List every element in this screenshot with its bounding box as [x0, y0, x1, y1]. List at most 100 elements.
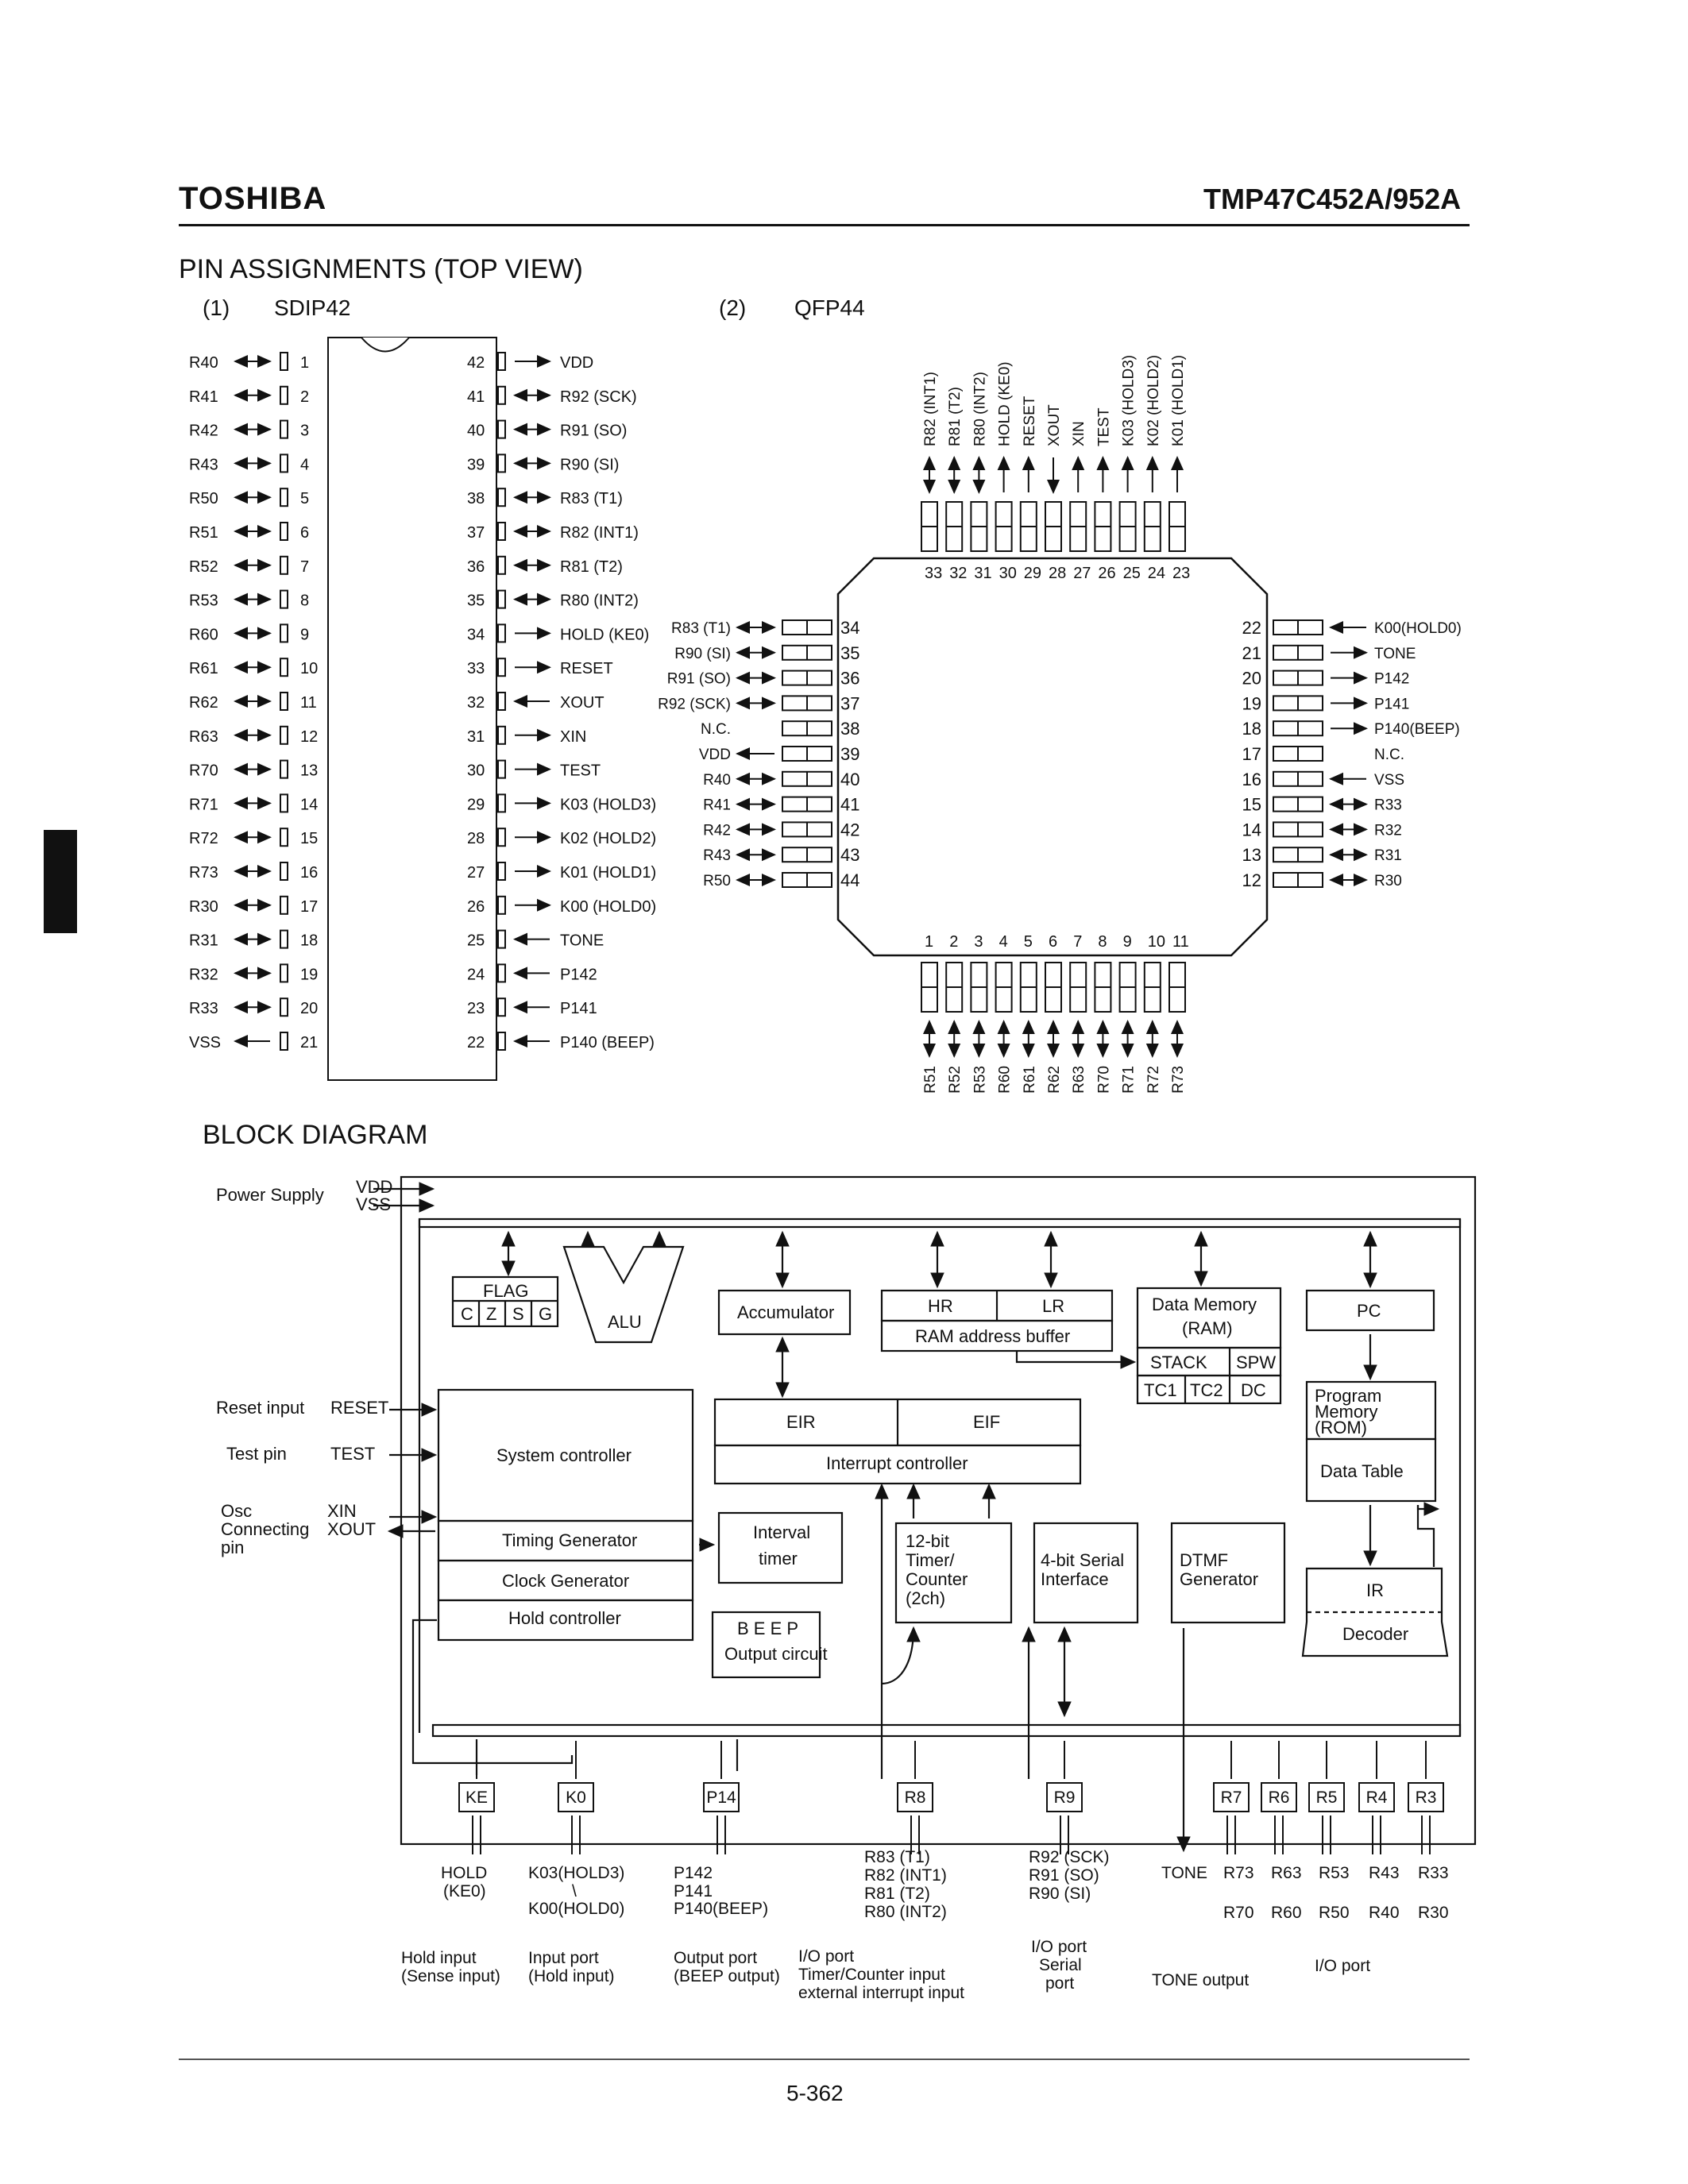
sdip-pin-32-number: 32 — [467, 694, 485, 712]
qfp-pin-30-name: HOLD (KE0) — [997, 361, 1014, 446]
sdip-pin-15-name: R72 — [189, 830, 218, 847]
sdip-pin-10-number: 10 — [300, 660, 318, 677]
footer-divider — [179, 2059, 1470, 2060]
qfp-pin-2-number: 2 — [949, 933, 958, 951]
sdip-pin-17-name: R30 — [189, 898, 218, 916]
sdip-pin-6-name: R51 — [189, 524, 218, 542]
sdip-pin-30-number: 30 — [467, 762, 485, 780]
qfp-pin-40-number: 40 — [840, 770, 859, 789]
pc-label: PC — [1357, 1301, 1381, 1321]
qfp-pin-21-number: 21 — [1242, 643, 1261, 663]
sdip-pin-22-name: P140 (BEEP) — [560, 1034, 655, 1051]
alu-shape — [562, 1245, 685, 1344]
port-r3-box — [1408, 1782, 1444, 1812]
sdip-pin-24-number: 24 — [467, 966, 485, 983]
port-ke-box — [458, 1782, 495, 1812]
sdip-pin-8-name: R53 — [189, 592, 218, 610]
sdip-pin-29-name: K03 (HOLD3) — [560, 796, 656, 813]
svg-text:R30: R30 — [1418, 1904, 1449, 1922]
qfp-pin-26-name: TEST — [1095, 407, 1112, 446]
sdip-pin-39-number: 39 — [467, 456, 485, 473]
sdip-pin-21-number: 21 — [300, 1034, 318, 1051]
xout-label: XOUT — [327, 1519, 376, 1539]
svg-text:external interrupt input: external interrupt input — [798, 1984, 964, 2002]
accumulator-box — [717, 1289, 852, 1336]
qfp-pin-13-name: R31 — [1374, 847, 1402, 864]
qfp-pin-1-number: 1 — [925, 933, 933, 951]
hold-controller-label: Hold controller — [508, 1608, 621, 1628]
port-r6-label: R6 — [1269, 1788, 1290, 1807]
test-pin-label: Test pin — [226, 1444, 287, 1464]
svg-text:(BEEP output): (BEEP output) — [674, 1967, 780, 1985]
svg-text:(Sense input): (Sense input) — [401, 1967, 500, 1985]
sdip-pin-25-number: 25 — [467, 932, 485, 950]
internal-bus-bottom — [431, 1723, 1462, 1738]
block-labels: Power Supply VDD VSS Reset input RESET T… — [216, 1177, 1408, 1664]
sdip-pin-32-name: XOUT — [560, 694, 605, 712]
qfp-pin-41-name: R41 — [703, 797, 731, 814]
sdip-pin-33-number: 33 — [467, 660, 485, 677]
pc-box — [1305, 1289, 1435, 1332]
port-r4-label: R4 — [1366, 1788, 1388, 1807]
qfp-pin-29-name: RESET — [1022, 396, 1038, 446]
decoder-label: Decoder — [1342, 1624, 1408, 1644]
qfp-pin-15-number: 15 — [1242, 795, 1261, 815]
svg-text:R92 (SCK): R92 (SCK) — [1029, 1848, 1110, 1866]
svg-text:(Hold input): (Hold input) — [528, 1967, 615, 1985]
sdip-pin-10-name: R61 — [189, 660, 218, 677]
sdip-pin-9-name: R60 — [189, 626, 218, 643]
qfp-pin-11-number: 11 — [1172, 933, 1189, 951]
reset-input-label: Reset input — [216, 1398, 304, 1418]
svg-text:I/O port: I/O port — [1315, 1957, 1370, 1975]
serial-label-1: 4-bit Serial — [1041, 1550, 1124, 1570]
rom-label: (ROM) — [1315, 1418, 1367, 1437]
port-r6-box — [1261, 1782, 1297, 1812]
svg-text:R43: R43 — [1369, 1864, 1400, 1882]
sdip-pin-31-name: XIN — [560, 728, 586, 746]
qfp-pin-38-name: N.C. — [701, 721, 731, 738]
internal-bus-top — [418, 1217, 1462, 1229]
ram-address-buffer — [880, 1319, 1114, 1352]
sdip-pin-9-number: 9 — [300, 626, 309, 643]
sdip-pin-41-number: 41 — [467, 388, 485, 406]
svg-text:R63: R63 — [1271, 1864, 1302, 1882]
qfp-pin-27-name: XIN — [1071, 421, 1087, 446]
sdip-pin-4-name: R43 — [189, 456, 218, 473]
sdip-pin-33-name: RESET — [560, 660, 613, 677]
qfp-pin-12-name: R30 — [1374, 873, 1402, 889]
timer-counter-box — [894, 1522, 1013, 1624]
lr-label: LR — [1042, 1296, 1064, 1316]
sdip-pin-14-name: R71 — [189, 796, 218, 813]
qfp-pin-33-name: R82 (INT1) — [922, 372, 939, 446]
qfp-pin-25-name: K03 (HOLD3) — [1121, 355, 1138, 446]
qfp-pin-17-name: N.C. — [1374, 747, 1404, 763]
sdip-pin-7-number: 7 — [300, 558, 309, 576]
sdip-pin-40-number: 40 — [467, 423, 485, 440]
sdip-pin-23-number: 23 — [467, 1000, 485, 1017]
ram-buffer-label: RAM address buffer — [915, 1326, 1070, 1346]
program-label: Program — [1315, 1386, 1381, 1406]
section-tab-marker — [44, 830, 77, 933]
svg-text:R82 (INT1): R82 (INT1) — [864, 1866, 947, 1885]
sdip-pin-39-name: R90 (SI) — [560, 456, 619, 473]
sdip-pin-13-name: R70 — [189, 762, 218, 780]
sdip-pin-1-number: 1 — [300, 354, 309, 372]
sdip-pin-16-number: 16 — [300, 864, 318, 882]
sdip-label: SDIP42 — [274, 295, 351, 320]
dtmf-box — [1170, 1522, 1286, 1624]
accumulator-label: Accumulator — [737, 1302, 834, 1322]
qfp-body — [836, 557, 1269, 957]
svg-text:R90 (SI): R90 (SI) — [1029, 1885, 1091, 1903]
sdip-pin-6-number: 6 — [300, 524, 309, 542]
qfp-pin-23-name: K01 (HOLD1) — [1170, 355, 1187, 446]
power-supply-label: Power Supply — [216, 1185, 324, 1205]
serial-interface-box — [1033, 1522, 1139, 1624]
sdip-pin-1-name: R40 — [189, 354, 218, 372]
qfp-pin-40-name: R40 — [703, 772, 731, 789]
qfp-pin-24-name: K02 (HOLD2) — [1145, 355, 1162, 446]
qfp-pin-20-number: 20 — [1242, 669, 1261, 689]
sdip-pin-36-number: 36 — [467, 558, 485, 576]
qfp-pin-21-name: TONE — [1374, 646, 1416, 662]
